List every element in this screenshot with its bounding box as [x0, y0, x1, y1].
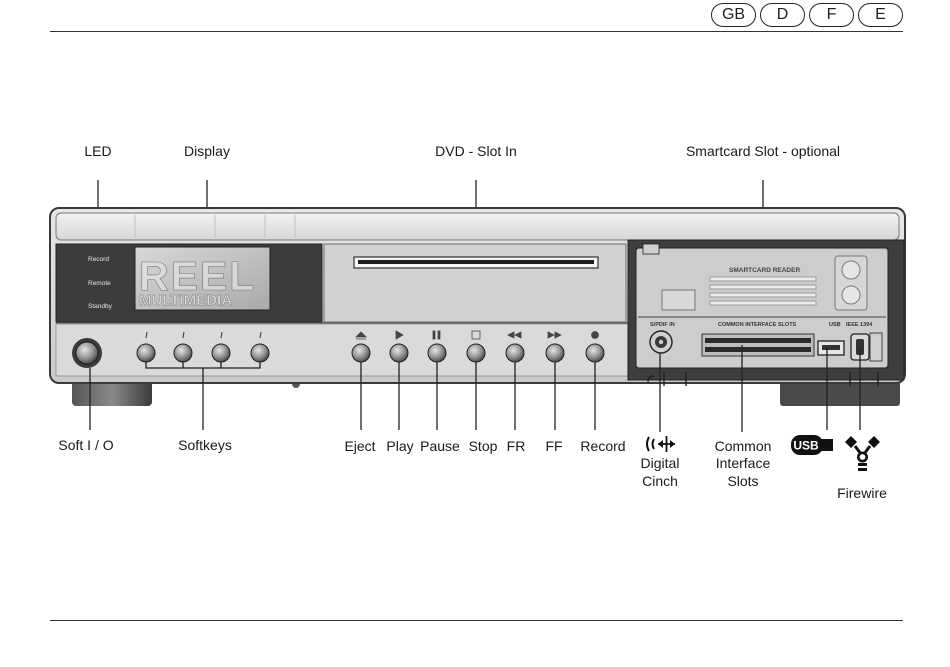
label-stop: Stop — [469, 438, 498, 455]
dvd-area — [324, 244, 626, 322]
label-ff: FF — [545, 438, 562, 455]
ci-slots[interactable] — [702, 334, 814, 356]
label-firewire: Firewire — [837, 485, 887, 502]
smartcard-reader-label: SMARTCARD READER — [729, 267, 800, 274]
softkey-1[interactable] — [137, 344, 155, 362]
logo-multimedia: MULTIMEDIA — [139, 292, 232, 309]
ff-button[interactable] — [546, 344, 564, 362]
ci-slots-label: COMMON INTERFACE SLOTS — [718, 322, 797, 328]
label-record: Record — [580, 438, 625, 455]
ieee-port-label: IEEE 1394 — [846, 322, 873, 328]
softkey-3[interactable] — [212, 344, 230, 362]
led-label-standby: Standby — [88, 303, 113, 310]
label-eject: Eject — [344, 438, 375, 455]
label-play: Play — [386, 438, 413, 455]
eject-button[interactable] — [352, 344, 370, 362]
label-common-line3: Slots — [727, 473, 758, 490]
usb-port-label: USB — [829, 322, 841, 328]
stop-button[interactable] — [467, 344, 485, 362]
led-label-record: Record — [88, 256, 109, 263]
firewire-icon — [841, 433, 885, 473]
soft-io-button[interactable] — [76, 342, 98, 364]
fr-button[interactable] — [506, 344, 524, 362]
play-button[interactable] — [390, 344, 408, 362]
label-soft-io: Soft I / O — [58, 437, 113, 454]
usb-icon: USB — [791, 435, 835, 455]
pause-button[interactable] — [428, 344, 446, 362]
led-label-remote: Remote — [88, 280, 111, 287]
label-common-line1: Common — [715, 438, 772, 455]
label-digital-cinch-line1: Digital — [641, 455, 680, 472]
label-common-line2: Interface — [716, 455, 770, 472]
label-digital-cinch-line2: Cinch — [642, 473, 678, 490]
label-softkeys: Softkeys — [178, 437, 232, 454]
label-fr: FR — [507, 438, 526, 455]
spdif-in-label: S/PDIF IN — [650, 322, 675, 328]
usb-badge-text: USB — [793, 439, 819, 453]
record-icon — [592, 332, 599, 339]
label-pause: Pause — [420, 438, 460, 455]
softkey-2[interactable] — [174, 344, 192, 362]
digital-cinch-icon — [645, 433, 681, 455]
softkey-4[interactable] — [251, 344, 269, 362]
record-button[interactable] — [586, 344, 604, 362]
